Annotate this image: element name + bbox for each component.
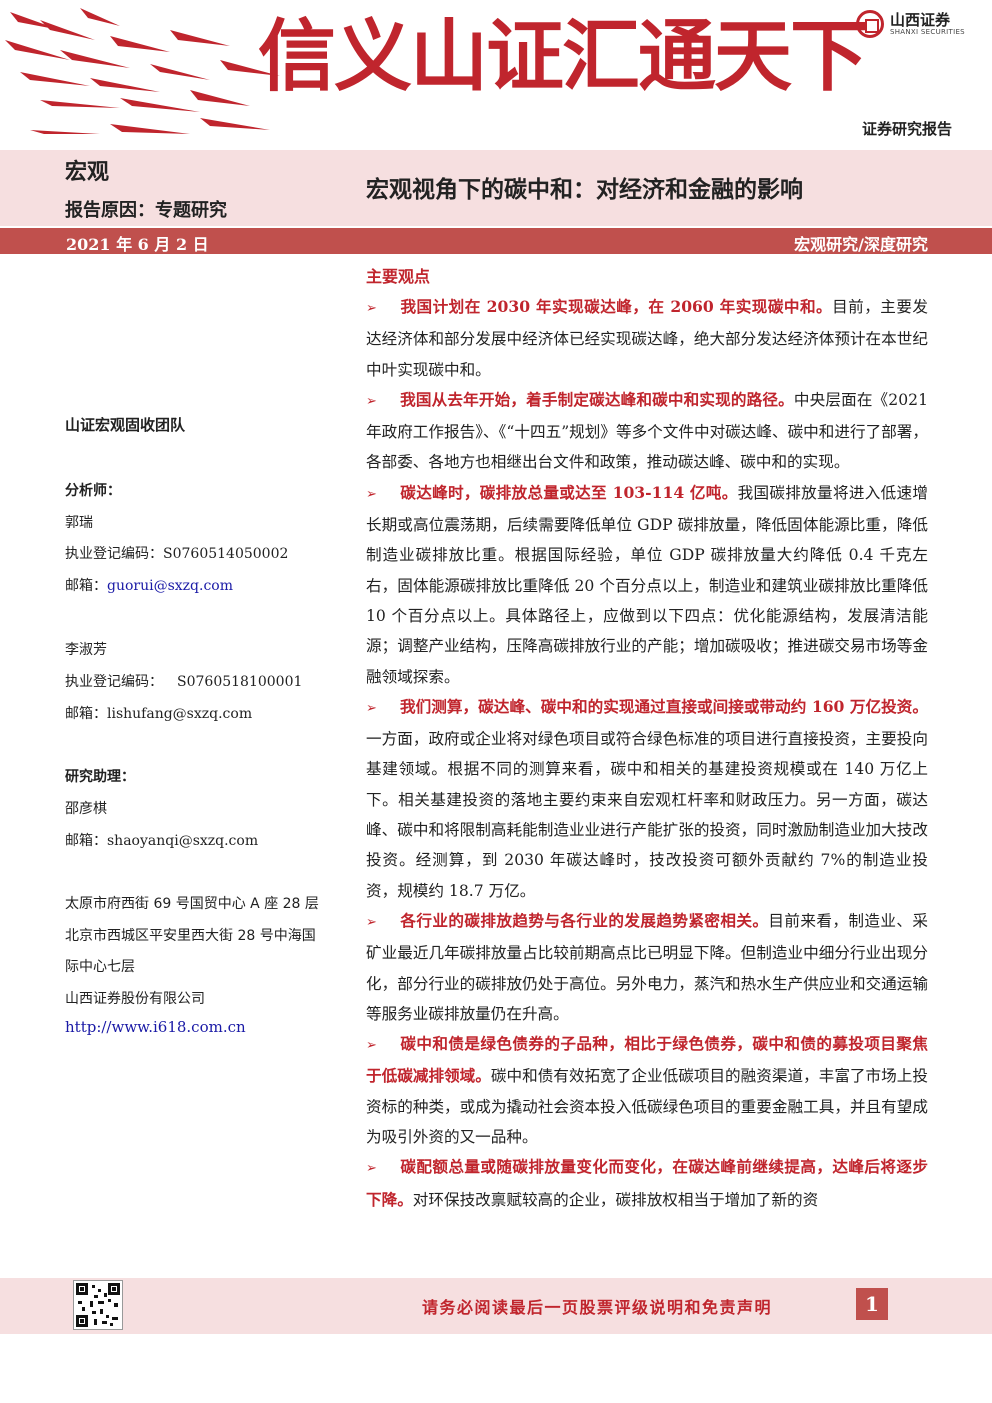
report-date: 2021 年 6 月 2 日 (66, 235, 209, 254)
key-point-body: 中央层面在《2021 年政府工作报告》、《“十四五”规划》等多个文件中对碳达峰、… (366, 390, 928, 472)
slogan: 信义山证汇通天下 (258, 11, 868, 102)
address-beijing-line1: 北京市西城区平安里西大街 28 号中海国 (65, 928, 316, 944)
analyst2-registration: 执业登记编码： S0760518100001 (65, 671, 302, 691)
arrow-bullet-icon: ➢ (366, 486, 377, 502)
email-label: 邮箱： (65, 706, 107, 722)
logo-name-en: SHANXI SECURITIES (890, 28, 965, 36)
qr-code-pattern (76, 1283, 120, 1327)
analyst1-registration: 执业登记编码：S0760514050002 (65, 543, 288, 563)
analyst1-email-row: 邮箱：guorui@sxzq.com (65, 575, 233, 595)
logo-icon (856, 10, 884, 38)
team-name: 山证宏观固收团队 (65, 416, 186, 434)
date-bar (0, 228, 992, 254)
disclaimer-text: 请务必阅读最后一页股票评级说明和免责声明 (422, 1298, 773, 1317)
title-band (0, 150, 992, 226)
key-point: ➢ 我们测算，碳达峰、碳中和的实现通过直接或间接或带动约 160 万亿投资。一方面… (366, 692, 928, 906)
key-point-highlight: 碳达峰时，碳排放总量或达至 103-114 亿吨。 (400, 482, 738, 502)
key-point: ➢ 各行业的碳排放趋势与各行业的发展趋势紧密相关。目前来看，制造业、采矿业最近几年… (366, 906, 928, 1029)
key-point: ➢ 碳达峰时，碳排放总量或达至 103-114 亿吨。我国碳排放量将进入低速增长期… (366, 478, 928, 692)
analyst2-name: 李淑芳 (65, 642, 107, 658)
assistant-name: 邵彦棋 (65, 801, 107, 817)
key-points-heading: 主要观点 (366, 267, 431, 286)
key-point-highlight: 我国从去年开始，着手制定碳达峰和碳中和实现的路径。 (400, 389, 794, 409)
analyst1-name: 郭瑞 (65, 515, 93, 531)
analyst1-email-link[interactable]: guorui@sxzq.com (107, 578, 234, 594)
arrow-bullet-icon: ➢ (366, 393, 377, 409)
report-reason: 报告原因：专题研究 (65, 200, 227, 221)
reg-code: S0760514050002 (163, 546, 289, 562)
reg-label: 执业登记编码： (65, 546, 163, 562)
assistant-email-row: 邮箱：shaoyanqi@sxzq.com (65, 830, 258, 850)
footer-band (0, 1278, 992, 1334)
assistant-email: shaoyanqi@sxzq.com (107, 833, 259, 849)
key-point-highlight: 碳中和债是绿色债券的子品种，相比于绿色债券，碳中和债的募投项目聚焦于低碳减排领域… (366, 1034, 928, 1086)
logo-name-cn: 山西证券 (890, 11, 951, 29)
key-point-highlight: 我国计划在 2030 年实现碳达峰，在 2060 年实现碳中和。 (400, 297, 833, 316)
analyst-heading: 分析师： (65, 483, 121, 499)
company-logo: 山西证券 SHANXI SECURITIES (856, 10, 965, 38)
email-label: 邮箱： (65, 578, 107, 594)
report-title: 宏观视角下的碳中和：对经济和金融的影响 (366, 177, 803, 203)
arrow-bullet-icon: ➢ (366, 1161, 377, 1177)
key-point: ➢ 我国从去年开始，着手制定碳达峰和碳中和实现的路径。中央层面在《2021 年政府… (366, 385, 928, 478)
key-point-body: 碳中和债有效拓宽了企业低碳项目的融资渠道，丰富了市场上投资标的种类，或成为撬动社… (366, 1067, 928, 1147)
key-point: ➢碳配额总量或随碳排放量变化而变化，在碳达峰前继续提高，达峰后将逐步下降。对环保… (366, 1152, 928, 1215)
reg-label: 执业登记编码： (65, 674, 163, 690)
company-name: 山西证券股份有限公司 (65, 991, 205, 1007)
report-category: 宏观 (65, 160, 110, 185)
arrow-bullet-icon: ➢ (366, 700, 377, 716)
address-taiyuan: 太原市府西街 69 号国贸中心 A 座 28 层 (65, 896, 319, 912)
analyst2-email-row: 邮箱：lishufang@sxzq.com (65, 703, 252, 723)
website-link[interactable]: http://www.i618.com.cn (65, 1018, 246, 1036)
key-point-highlight: 碳配额总量或随碳排放量变化而变化，在碳达峰前继续提高，达峰后将逐步下降。 (366, 1157, 928, 1209)
key-point: ➢碳中和债是绿色债券的子品种，相比于绿色债券，碳中和债的募投项目聚焦于低碳减排领… (366, 1029, 928, 1152)
red-arrows-decoration (5, 8, 280, 134)
key-point: ➢ 我国计划在 2030 年实现碳达峰，在 2060 年实现碳中和。目前，主要发达… (366, 292, 928, 385)
page-number: 1 (856, 1288, 888, 1320)
header-banner: 信义山证汇通天下 山西证券 SHANXI SECURITIES 证券研究报告 (0, 0, 992, 150)
analyst2-email: lishufang@sxzq.com (107, 706, 253, 722)
key-point-body: 一方面，政府或企业将对绿色项目或符合绿色标准的项目进行直接投资，主要投向基建领域… (366, 730, 928, 900)
qr-code-icon (73, 1280, 123, 1330)
key-point-body: 目前来看，制造业、采矿业最近几年碳排放量占比较前期高点比已明显下降。但制造业中细… (366, 911, 928, 1023)
reg-code: S0760518100001 (177, 674, 303, 690)
key-point-body: 对环保技改禀赋较高的企业，碳排放权相当于增加了新的资 (412, 1190, 819, 1209)
report-subcategory: 宏观研究/深度研究 (794, 235, 928, 254)
address-beijing-line2: 际中心七层 (65, 959, 135, 975)
key-point-highlight: 我们测算，碳达峰、碳中和的实现通过直接或间接或带动约 160 万亿投资。 (400, 696, 928, 716)
arrow-bullet-icon: ➢ (366, 301, 377, 316)
main-content: 主要观点 ➢我国计划在 2030 年实现碳达峰，在 2060 年实现碳中和。目前… (366, 262, 928, 1215)
key-point-body: 我国碳排放量将进入低速增长期或高位震荡期，后续需要降低单位 GDP 碳排放量，降… (366, 483, 928, 686)
report-type: 证券研究报告 (862, 120, 953, 138)
key-point-highlight: 各行业的碳排放趋势与各行业的发展趋势紧密相关。 (400, 910, 769, 930)
email-label: 邮箱： (65, 833, 107, 849)
arrow-bullet-icon: ➢ (366, 914, 377, 930)
assistant-heading: 研究助理： (65, 769, 135, 785)
arrow-bullet-icon: ➢ (366, 1038, 377, 1054)
key-point-body: 目前，主要发达经济体和部分发展中经济体已经实现碳达峰，绝大部分发达经济体预计在本… (366, 298, 928, 379)
